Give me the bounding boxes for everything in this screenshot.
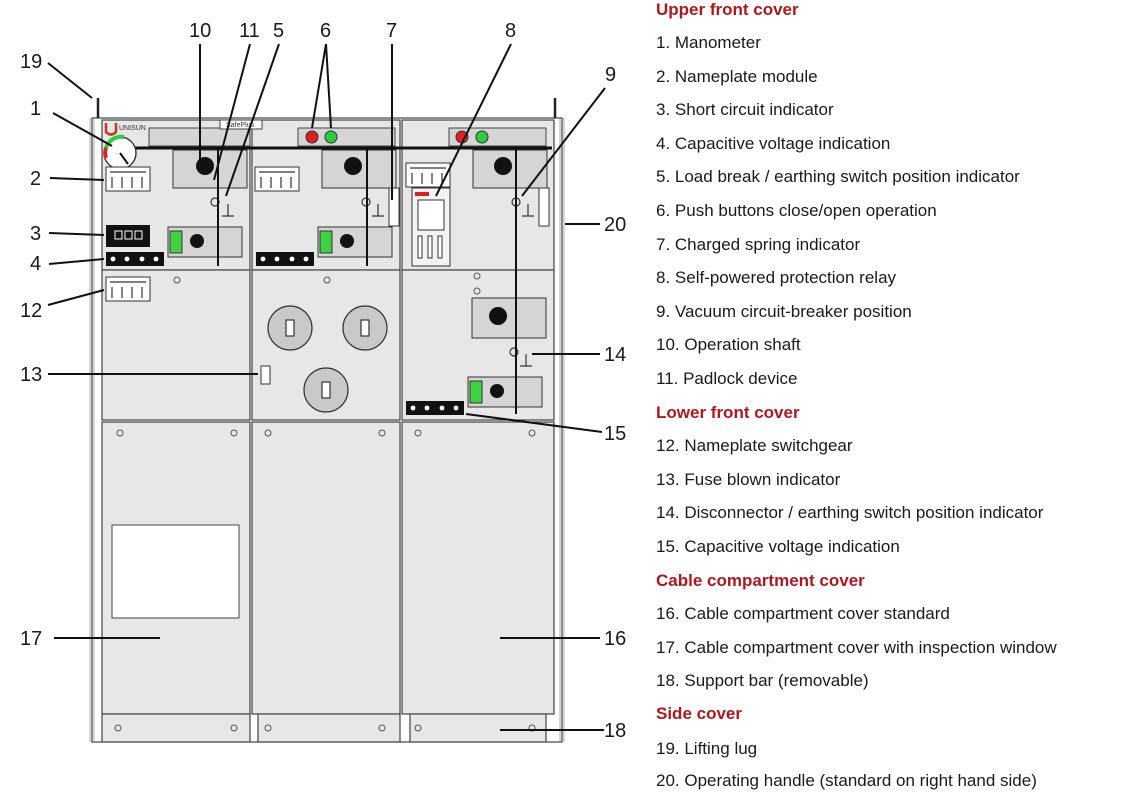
callout-10: 10 bbox=[189, 20, 211, 42]
callout-17: 17 bbox=[20, 628, 42, 650]
charged-spring-indicators bbox=[388, 187, 550, 227]
support-bar-1 bbox=[101, 713, 251, 743]
callout-16: 16 bbox=[604, 628, 626, 650]
leader-lines bbox=[47, 43, 606, 731]
callout-13: 13 bbox=[20, 364, 42, 386]
legend-item: 10. Operation shaft bbox=[656, 335, 801, 354]
legend-item: 13. Fuse blown indicator bbox=[656, 470, 841, 489]
legend-item: 5. Load break / earthing switch position… bbox=[656, 167, 1020, 186]
callout-20: 20 bbox=[604, 214, 626, 236]
legend-item: 2. Nameplate module bbox=[656, 67, 818, 86]
switchgear-cabinet bbox=[89, 98, 565, 743]
switch-position-modules bbox=[167, 226, 543, 408]
short-circuit-indicator bbox=[106, 225, 150, 247]
callout-19: 19 bbox=[20, 51, 42, 73]
callout-3: 3 bbox=[30, 223, 41, 245]
legend-item: 12. Nameplate switchgear bbox=[656, 436, 853, 455]
close-button-2 bbox=[475, 130, 489, 144]
legend-item: 4. Capacitive voltage indication bbox=[656, 134, 891, 153]
legend: Upper front cover 1. Manometer 2. Namepl… bbox=[656, 0, 1121, 804]
callout-18: 18 bbox=[604, 720, 626, 742]
legend-item: 18. Support bar (removable) bbox=[656, 671, 869, 690]
legend-item: 6. Push buttons close/open operation bbox=[656, 201, 937, 220]
callout-2: 2 bbox=[30, 168, 41, 190]
push-buttons bbox=[305, 130, 489, 144]
callout-15: 15 bbox=[604, 423, 626, 445]
protection-relay bbox=[411, 187, 451, 267]
manometer bbox=[103, 134, 137, 170]
svg-text:UNISUN: UNISUN bbox=[119, 125, 146, 132]
nameplate-switchgear bbox=[105, 276, 151, 302]
callout-11: 11 bbox=[239, 20, 260, 42]
legend-heading-lower-front-cover: Lower front cover bbox=[656, 403, 800, 422]
callout-9: 9 bbox=[605, 64, 616, 86]
operation-shaft-knobs bbox=[196, 157, 512, 325]
legend-item: 19. Lifting lug bbox=[656, 739, 758, 758]
legend-item: 16. Cable compartment cover standard bbox=[656, 604, 950, 623]
support-bar-2 bbox=[257, 713, 401, 743]
legend-item: 9. Vacuum circuit-breaker position bbox=[656, 302, 912, 321]
legend-heading-cable-compartment-cover: Cable compartment cover bbox=[656, 571, 865, 590]
callout-5: 5 bbox=[273, 20, 284, 42]
capacitive-voltage-lower bbox=[406, 401, 464, 415]
close-button-1 bbox=[324, 130, 338, 144]
model-label: SafePlus bbox=[226, 122, 255, 129]
switch-knobs bbox=[190, 234, 504, 398]
legend-heading-side-cover: Side cover bbox=[656, 704, 742, 723]
cable-cover-3 bbox=[401, 421, 555, 715]
legend-item: 8. Self-powered protection relay bbox=[656, 268, 897, 287]
callout-7: 7 bbox=[386, 20, 397, 42]
callout-12: 12 bbox=[20, 300, 42, 322]
fuse-blown-indicator bbox=[260, 365, 271, 385]
legend-item: 17. Cable compartment cover with inspect… bbox=[656, 638, 1057, 657]
brand-logo: UNISUN bbox=[104, 123, 146, 136]
legend-heading-upper-front-cover: Upper front cover bbox=[656, 0, 799, 19]
callout-14: 14 bbox=[604, 344, 626, 366]
legend-item: 7. Charged spring indicator bbox=[656, 235, 861, 254]
capacitive-voltage-dots bbox=[110, 256, 459, 411]
callout-4: 4 bbox=[30, 253, 41, 275]
cable-cover-2 bbox=[251, 421, 401, 715]
callout-6: 6 bbox=[320, 20, 331, 42]
support-bar-3 bbox=[409, 713, 547, 743]
switchgear-diagram: SafePlus UNISUN bbox=[20, 20, 626, 743]
legend-item: 3. Short circuit indicator bbox=[656, 100, 834, 119]
legend-item: 1. Manometer bbox=[656, 33, 761, 52]
legend-item: 20. Operating handle (standard on right … bbox=[656, 771, 1037, 790]
inspection-window bbox=[111, 524, 240, 619]
open-button-1 bbox=[305, 130, 319, 144]
legend-item: 15. Capacitive voltage indication bbox=[656, 537, 900, 556]
fuse-caps bbox=[267, 305, 388, 413]
legend-item: 14. Disconnector / earthing switch posit… bbox=[656, 503, 1044, 522]
legend-item: 11. Padlock device bbox=[656, 369, 798, 388]
callout-8: 8 bbox=[505, 20, 516, 42]
callout-1: 1 bbox=[30, 98, 41, 120]
capacitive-voltage-strips bbox=[106, 252, 464, 415]
